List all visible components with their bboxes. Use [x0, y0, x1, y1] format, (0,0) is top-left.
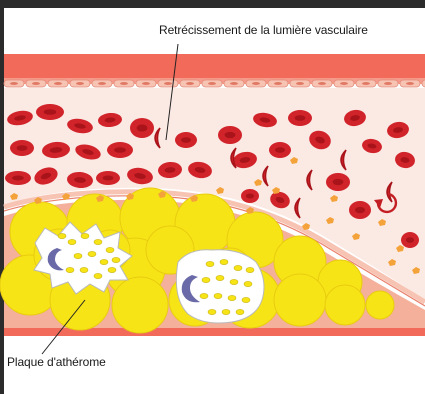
lipid-droplet	[220, 259, 228, 264]
endothelial-nucleus	[340, 82, 348, 85]
red-blood-cell	[401, 232, 419, 248]
lipid-globule	[112, 277, 168, 333]
lipid-droplet	[214, 293, 222, 298]
lipid-droplet	[81, 233, 89, 238]
lipid-droplet	[108, 267, 116, 272]
lipid-droplet	[112, 257, 120, 262]
lipid-droplet	[222, 309, 230, 314]
lipid-droplet	[242, 297, 250, 302]
lipid-droplet	[80, 267, 88, 272]
endothelial-nucleus	[406, 82, 414, 85]
lipid-globule	[325, 285, 365, 325]
lipid-droplet	[202, 277, 210, 282]
foam-cell-right	[176, 250, 264, 323]
endothelial-nucleus	[318, 82, 326, 85]
lipid-droplet	[94, 239, 102, 244]
lipid-droplet	[236, 309, 244, 314]
lipid-globule	[366, 291, 394, 319]
red-blood-cell	[326, 173, 350, 191]
endothelial-nucleus	[98, 82, 106, 85]
red-blood-cell	[130, 118, 154, 138]
lipid-droplet	[106, 247, 114, 252]
lipid-droplet	[200, 293, 208, 298]
endothelial-nucleus	[32, 82, 40, 85]
endothelial-nucleus	[76, 82, 84, 85]
plaque-label: Plaque d'athérome	[7, 355, 106, 369]
red-blood-cell	[349, 201, 371, 219]
endothelial-nucleus	[120, 82, 128, 85]
lipid-droplet	[228, 295, 236, 300]
lipid-droplet	[94, 273, 102, 278]
endothelial-nucleus	[10, 82, 18, 85]
lipid-droplet	[66, 267, 74, 272]
lipid-droplet	[246, 267, 254, 272]
endothelial-nucleus	[362, 82, 370, 85]
red-blood-cell	[269, 142, 291, 158]
red-blood-cell	[5, 171, 31, 185]
red-blood-cell	[107, 142, 133, 158]
endothelial-nucleus	[384, 82, 392, 85]
lipid-droplet	[208, 309, 216, 314]
lipid-droplet	[244, 281, 252, 286]
red-blood-cell	[175, 132, 197, 148]
endothelial-nucleus	[186, 82, 194, 85]
lipid-droplet	[230, 279, 238, 284]
lipid-droplet	[74, 253, 82, 258]
lipid-droplet	[88, 251, 96, 256]
red-blood-cell	[10, 140, 34, 156]
lipid-droplet	[100, 259, 108, 264]
upper-endothelium	[4, 80, 425, 87]
red-blood-cell	[96, 171, 120, 185]
lipid-droplet	[234, 265, 242, 270]
red-blood-cell	[218, 126, 242, 144]
endothelial-nucleus	[142, 82, 150, 85]
endothelial-nucleus	[54, 82, 62, 85]
upper-vessel-wall	[4, 54, 425, 80]
lower-vessel-wall	[4, 328, 425, 336]
red-blood-cell	[241, 189, 259, 203]
narrowing-label: Retrécissement de la lumière vasculaire	[159, 23, 368, 37]
endothelial-nucleus	[230, 82, 238, 85]
endothelial-nucleus	[164, 82, 172, 85]
endothelial-nucleus	[208, 82, 216, 85]
endothelial-nucleus	[274, 82, 282, 85]
red-blood-cell	[288, 110, 312, 126]
lipid-droplet	[68, 239, 76, 244]
endothelial-nucleus	[252, 82, 260, 85]
lipid-droplet	[58, 233, 66, 238]
red-blood-cell	[36, 104, 64, 120]
lipid-globule	[274, 274, 326, 326]
endothelial-nucleus	[296, 82, 304, 85]
lipid-droplet	[206, 261, 214, 266]
lipid-droplet	[216, 275, 224, 280]
